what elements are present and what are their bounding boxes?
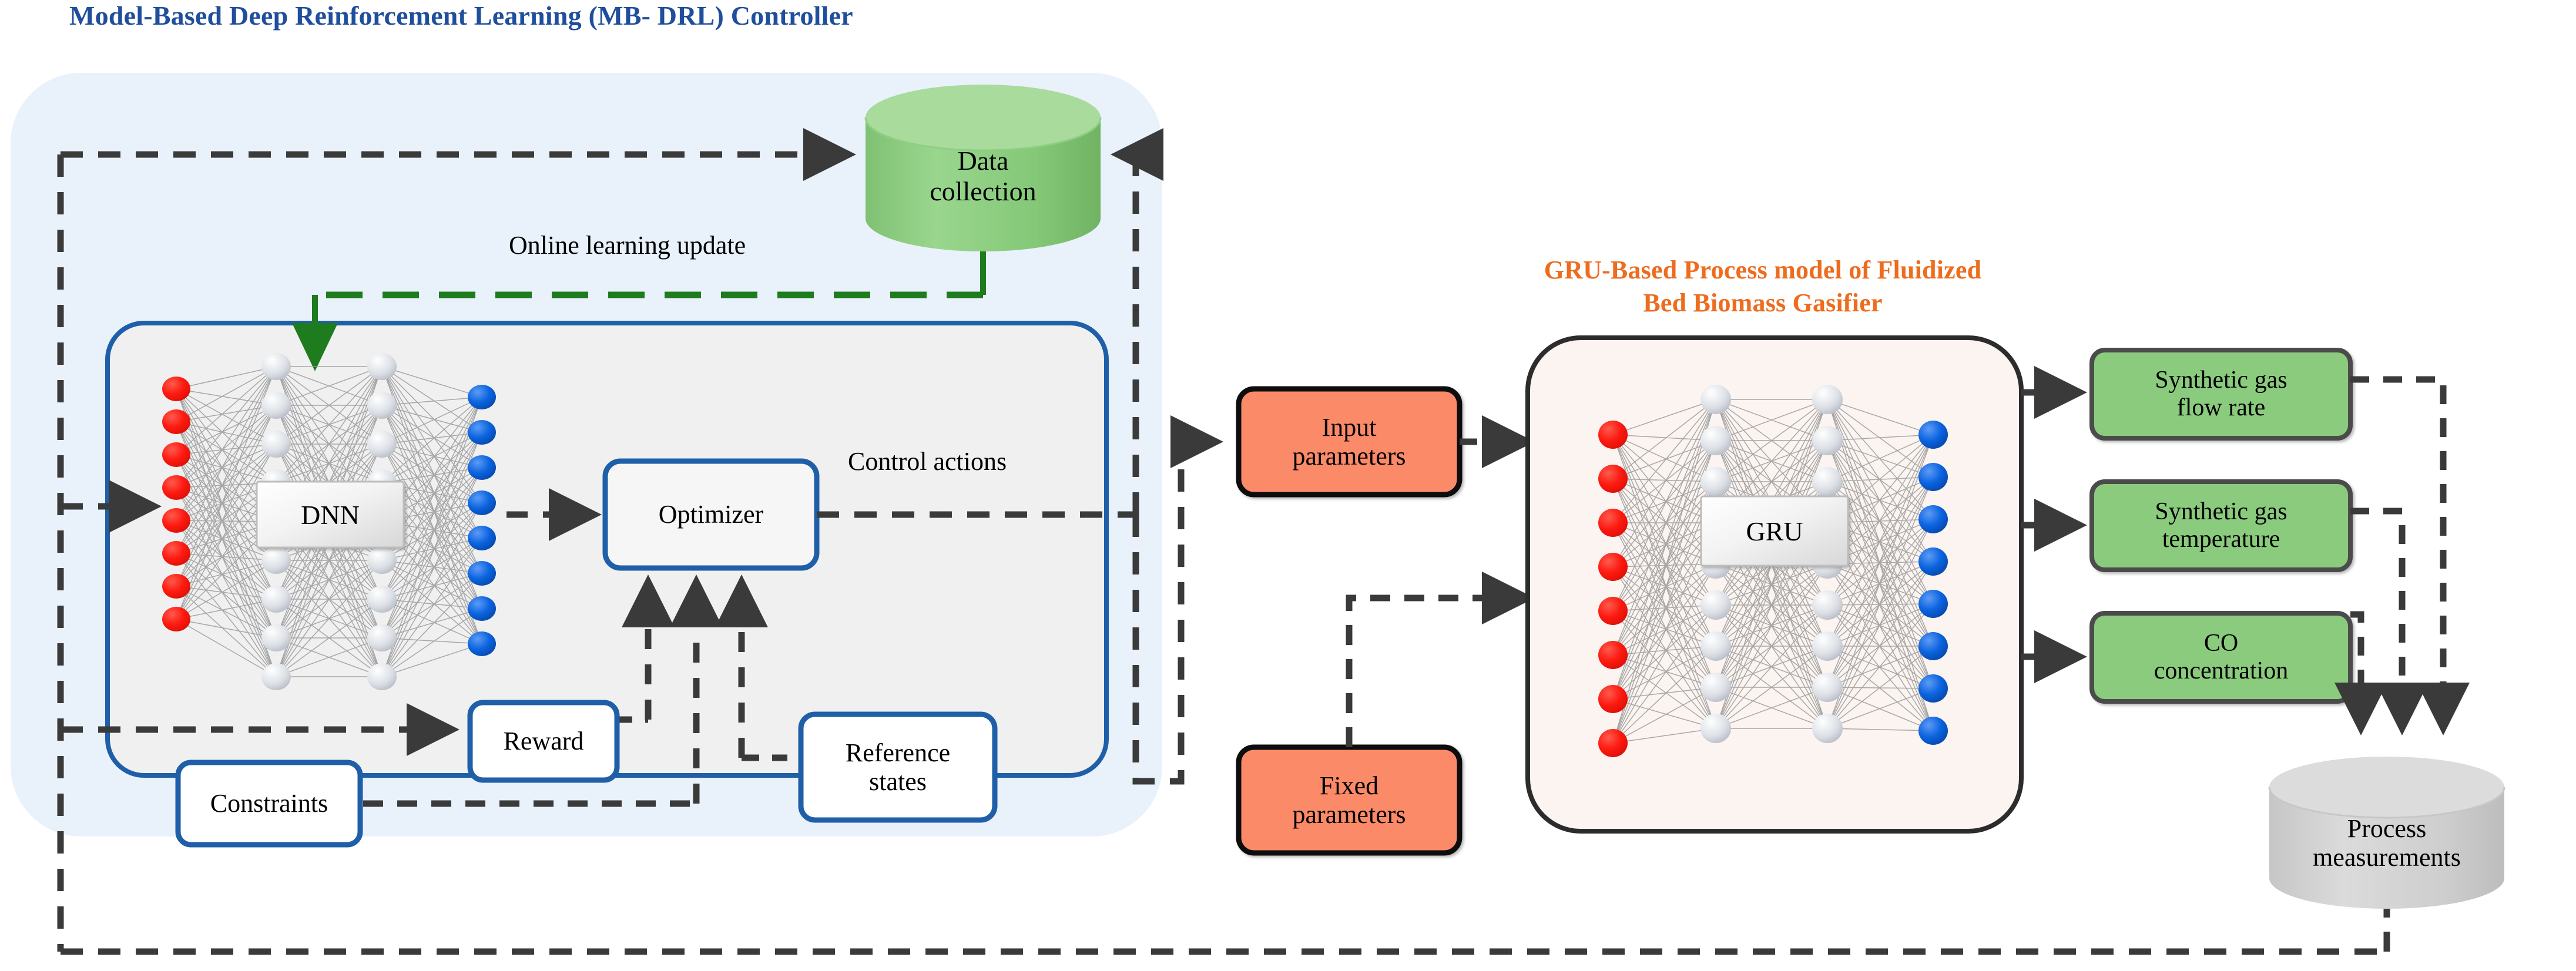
data-collection-line1: Data xyxy=(957,146,1009,176)
syngas-flow-rate-line2: flow rate xyxy=(2176,394,2266,421)
gru-hidden-layer-2 xyxy=(1812,385,1843,743)
fixed-parameters-line1: Fixed xyxy=(1319,771,1379,800)
input-parameters-line1: Input xyxy=(1321,412,1377,442)
co-conc-to-process-route xyxy=(2334,611,2388,736)
dnn-label: DNN xyxy=(301,499,360,530)
reference-states-line1: Reference xyxy=(845,738,951,767)
syngas-flow-rate-box[interactable] xyxy=(2089,348,2353,441)
process-measurements-line1: Process xyxy=(2347,814,2427,843)
gru-input-nodes xyxy=(1598,421,1628,757)
constraints-box[interactable] xyxy=(175,760,363,848)
input-parameters-label: Input parameters xyxy=(1239,389,1460,495)
control-actions-label: Control actions xyxy=(848,447,1007,476)
fixed-parameters-label: Fixed parameters xyxy=(1239,747,1460,853)
syngas-temperature-box[interactable] xyxy=(2089,479,2353,572)
syngas-flow-to-process-route xyxy=(2350,376,2470,736)
syngas-flow-rate-line1: Synthetic gas xyxy=(2155,366,2287,394)
syngas-temperature-line2: temperature xyxy=(2162,526,2280,553)
fixed-params-to-gru-arrow xyxy=(1346,571,1535,747)
gru-model-panel xyxy=(1525,335,2024,834)
control-actions-up-to-datacollection xyxy=(1110,127,1164,515)
page-title-controller: Model-Based Deep Reinforcement Learning … xyxy=(69,1,853,31)
reward-label: Reward xyxy=(503,727,584,756)
dnn-input-nodes xyxy=(162,377,190,631)
reference-states-line2: states xyxy=(869,767,927,796)
gru-label: GRU xyxy=(1746,516,1803,546)
data-collection-cylinder xyxy=(864,85,1102,251)
online-learning-update-label: Online learning update xyxy=(509,231,746,260)
fixed-parameters-line2: parameters xyxy=(1292,800,1406,829)
co-concentration-box[interactable] xyxy=(2089,611,2353,704)
gru-output-nodes xyxy=(1918,421,1948,745)
process-measurements-label: Process measurements xyxy=(2269,799,2504,887)
control-actions-down-to-input-params xyxy=(1132,415,1224,785)
optimizer-label: Optimizer xyxy=(658,500,764,529)
reward-box[interactable] xyxy=(467,700,620,783)
co-concentration-line1: CO xyxy=(2203,629,2239,657)
reference-states-label: Reference states xyxy=(801,714,995,820)
gru-network xyxy=(1598,385,1948,757)
syngas-temp-to-process-route xyxy=(2350,508,2429,736)
reference-states-box[interactable] xyxy=(798,711,998,823)
syngas-temperature-line1: Synthetic gas xyxy=(2155,498,2287,525)
process-measurements-cylinder xyxy=(2268,757,2505,909)
co-concentration-label: CO concentration xyxy=(2092,613,2350,701)
dnn-output-nodes xyxy=(468,385,496,656)
syngas-flow-rate-label: Synthetic gas flow rate xyxy=(2092,350,2350,438)
dnn-network xyxy=(162,353,496,690)
co-concentration-line2: concentration xyxy=(2154,657,2289,684)
gru-title-line1: GRU-Based Process model of Fluidized xyxy=(1544,256,1982,284)
process-measurements-line2: measurements xyxy=(2313,843,2461,872)
data-collection-line2: collection xyxy=(930,176,1037,206)
input-parameters-line2: parameters xyxy=(1292,442,1406,471)
constraints-label: Constraints xyxy=(210,789,328,818)
syngas-temperature-label: Synthetic gas temperature xyxy=(2092,482,2350,570)
data-collection-label: Data collection xyxy=(866,123,1101,229)
gru-title-line2: Bed Biomass Gasifier xyxy=(1643,288,1883,318)
page-title-gru-model: GRU-Based Process model of Fluidized Bed… xyxy=(1463,254,2062,320)
